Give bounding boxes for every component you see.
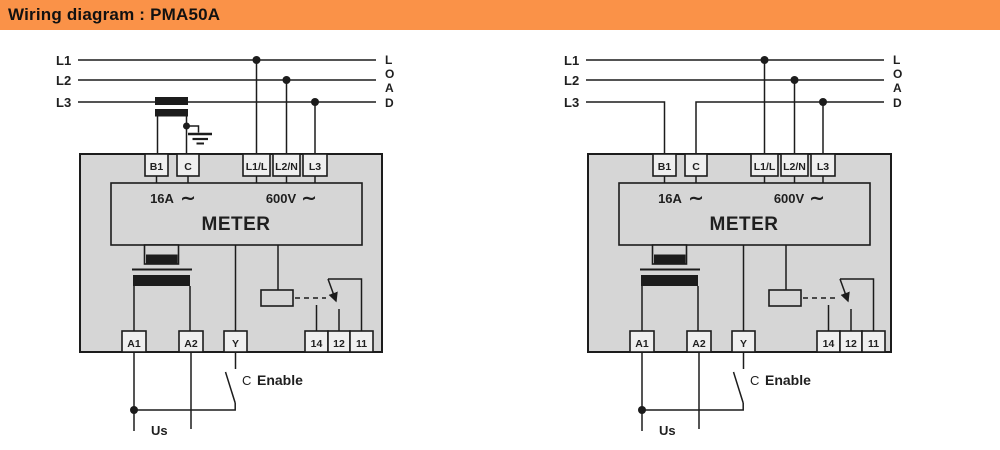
relay-contact-blade xyxy=(839,278,850,303)
enable-prefix: C xyxy=(242,373,251,388)
terminal-label: A2 xyxy=(184,338,198,350)
terminal-label: 12 xyxy=(845,338,857,350)
terminal-label: C xyxy=(184,161,192,173)
voltage-rating: 600V xyxy=(266,191,297,206)
enable-switch xyxy=(134,352,237,411)
ac-symbol: ∼ xyxy=(180,188,195,208)
terminal-label: A1 xyxy=(127,338,141,350)
ac-symbol: ∼ xyxy=(301,188,316,208)
relay-coil xyxy=(260,289,294,307)
voltage-rating: 600V xyxy=(774,191,805,206)
terminal-label: B1 xyxy=(658,161,672,173)
terminal-label: 14 xyxy=(311,338,323,350)
title-bar: Wiring diagram : PMA50A xyxy=(0,0,1000,30)
terminal-label: 12 xyxy=(333,338,345,350)
terminal-label: L1/L xyxy=(246,161,268,173)
terminal-label: L3 xyxy=(817,161,829,173)
terminal-stub-wires xyxy=(155,176,316,183)
supply-label: Us xyxy=(151,423,168,438)
terminal-stub-wires xyxy=(663,176,824,183)
terminal-label: L3 xyxy=(309,161,321,173)
ac-symbol: ∼ xyxy=(688,188,703,208)
current-rating: 16A xyxy=(150,191,174,206)
device-label: METER xyxy=(710,214,779,235)
terminal-label: B1 xyxy=(150,161,164,173)
ac-symbol: ∼ xyxy=(809,188,824,208)
page-title: Wiring diagram : PMA50A xyxy=(8,5,221,24)
relay-contact-blade xyxy=(327,278,338,303)
terminal-label: C xyxy=(692,161,700,173)
enable-prefix: C xyxy=(750,373,759,388)
terminal-label: L2/N xyxy=(275,161,298,173)
relay-symbol xyxy=(260,245,363,331)
load-letter: L xyxy=(385,53,392,67)
supply-transformer-symbol xyxy=(132,244,192,331)
load-letter: A xyxy=(385,81,394,95)
current-rating: 16A xyxy=(658,191,682,206)
left-diagram: L1 L2 L3 L O A D xyxy=(56,53,394,438)
supply-transformer-symbol xyxy=(640,244,700,331)
terminal-label: A1 xyxy=(635,338,649,350)
terminal-11 xyxy=(861,330,886,353)
load-letter: A xyxy=(893,81,902,95)
supply-label: Us xyxy=(659,423,676,438)
meter-block xyxy=(110,182,363,246)
enable-label: Enable xyxy=(765,372,811,388)
phase-label-l2: L2 xyxy=(564,73,579,88)
terminal-label: A2 xyxy=(692,338,706,350)
right-diagram: L1 L2 L3 L O A D xyxy=(564,53,902,438)
terminal-label: Y xyxy=(232,338,239,350)
terminal-label: L1/L xyxy=(754,161,776,173)
relay-coil xyxy=(768,289,802,307)
enable-label: Enable xyxy=(257,372,303,388)
load-letter: O xyxy=(385,67,394,81)
l3-line-out xyxy=(695,101,884,154)
load-letter: O xyxy=(893,67,902,81)
terminal-label: 14 xyxy=(823,338,835,350)
phase-label-l2: L2 xyxy=(56,73,71,88)
phase-label-l1: L1 xyxy=(564,53,579,68)
current-transformer-symbol xyxy=(155,97,188,154)
load-letter: D xyxy=(385,96,394,110)
terminal-label: L2/N xyxy=(783,161,806,173)
device-label: METER xyxy=(202,214,271,235)
terminal-label: Y xyxy=(740,338,747,350)
phase-label-l1: L1 xyxy=(56,53,71,68)
relay-symbol xyxy=(768,245,875,331)
load-letter: D xyxy=(893,96,902,110)
ground-icon xyxy=(183,122,212,145)
meter-block xyxy=(618,182,871,246)
phase-label-l3: L3 xyxy=(56,95,71,110)
phase-label-l3: L3 xyxy=(564,95,579,110)
terminal-label: 11 xyxy=(356,338,367,350)
l3-line-in xyxy=(586,101,666,154)
terminal-11 xyxy=(349,330,374,353)
load-letter: L xyxy=(893,53,900,67)
terminal-label: 11 xyxy=(868,338,879,350)
enable-switch xyxy=(642,352,745,411)
